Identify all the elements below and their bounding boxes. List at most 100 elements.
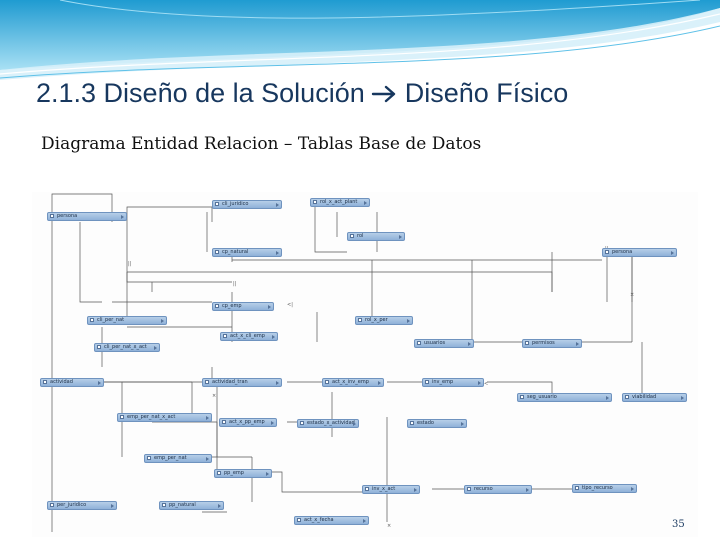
table-icon [358,318,362,322]
expand-arrow-icon [206,457,209,461]
entity-table: act_x_inv_emp [322,378,384,387]
entity-label: act_x_fecha [304,517,334,523]
table-icon [215,250,219,254]
entity-label: inv_x_act [372,486,396,492]
expand-arrow-icon [272,335,275,339]
table-icon [50,503,54,507]
entity-table: act_x_fecha [294,516,369,525]
expand-arrow-icon [206,416,209,420]
entity-table: inv_emp [422,378,484,387]
entity-table: pp_natural [159,501,224,510]
entity-label: viabilidad [632,394,657,400]
expand-arrow-icon [526,488,529,492]
entity-label: cp_emp [222,303,242,309]
slide-subtitle: Diagrama Entidad Relacion – Tablas Base … [41,134,482,154]
entity-label: rol_x_act_plant [320,199,358,205]
entity-table: pp_emp [214,469,272,478]
entity-table: viabilidad [622,393,687,402]
entity-label: actividad_tran [212,379,248,385]
table-icon [417,341,421,345]
entity-table: rol [347,232,405,241]
table-icon [222,420,226,424]
entity-label: act_x_cli_emp [230,333,265,339]
table-icon [297,518,301,522]
entity-label: recurso [474,486,493,492]
title-left-text: 2.1.3 Diseño de la Solución [36,78,365,108]
expand-arrow-icon [681,396,684,400]
expand-arrow-icon [378,381,381,385]
entity-table: estado_x_actividad [297,419,359,428]
expand-arrow-icon [154,346,157,350]
entity-table: tipo_recurso [572,484,637,493]
entity-table: recurso [464,485,532,494]
entity-label: cli_juridico [222,201,249,207]
table-icon [215,202,219,206]
expand-arrow-icon [111,504,114,508]
table-icon [90,318,94,322]
entity-table: persona [47,212,127,221]
table-icon [120,415,124,419]
entity-table: rol_x_act_plant [310,198,370,207]
expand-arrow-icon [671,251,674,255]
entity-label: emp_per_nat_x_act [127,414,176,420]
header-swoosh-banner [0,0,720,80]
title-right-text: Diseño Físico [404,78,569,108]
expand-arrow-icon [414,488,417,492]
table-icon [215,304,219,308]
table-icon [625,395,629,399]
expand-arrow-icon [461,422,464,426]
table-icon [425,380,429,384]
expand-arrow-icon [218,504,221,508]
table-icon [205,380,209,384]
table-icon [525,341,529,345]
expand-arrow-icon [399,235,402,239]
table-icon [217,471,221,475]
entity-label: seg_usuario [527,394,557,400]
expand-arrow-icon [478,381,481,385]
entity-table: seg_usuario [517,393,612,402]
entity-label: cli_per_nat [97,317,125,323]
entity-label: usuarios [424,340,446,346]
entity-label: pp_natural [169,502,196,508]
entity-table: emp_per_nat_x_act [117,413,212,422]
entity-label: persona [57,213,78,219]
entity-table: cli_per_nat_x_act [94,343,160,352]
entity-label: emp_per_nat [154,455,187,461]
entity-table: cp_natural [212,248,282,257]
expand-arrow-icon [266,472,269,476]
entity-table: act_x_pp_emp [219,418,277,427]
entity-label: act_x_pp_emp [229,419,265,425]
expand-arrow-icon [276,251,279,255]
page-number: 35 [672,519,685,530]
table-icon [575,486,579,490]
expand-arrow-icon [121,215,124,219]
table-icon [467,487,471,491]
entity-label: cp_natural [222,249,249,255]
entity-label: cli_per_nat_x_act [104,344,147,350]
expand-arrow-icon [271,421,274,425]
table-icon [223,334,227,338]
table-icon [350,234,354,238]
svg-text:<: < [484,381,488,387]
expand-arrow-icon [276,203,279,207]
table-icon [520,395,524,399]
entity-label: rol_x_per [365,317,388,323]
entity-label: persona [612,249,633,255]
expand-arrow-icon [268,305,271,309]
expand-arrow-icon [363,519,366,523]
entity-table: per_juridico [47,501,117,510]
er-diagram: || || || × <| < × × cli_juridicorol_x_ac… [32,192,698,537]
expand-arrow-icon [576,342,579,346]
svg-text:<|: <| [287,302,293,308]
table-icon [50,214,54,218]
entity-label: rol [357,233,364,239]
entity-table: actividad [40,378,104,387]
expand-arrow-icon [606,396,609,400]
expand-arrow-icon [98,381,101,385]
entity-table: cli_juridico [212,200,282,209]
entity-label: per_juridico [57,502,87,508]
entity-label: tipo_recurso [582,485,613,491]
entity-label: inv_emp [432,379,454,385]
entity-label: estado [417,420,434,426]
entity-table: cli_per_nat [87,316,167,325]
